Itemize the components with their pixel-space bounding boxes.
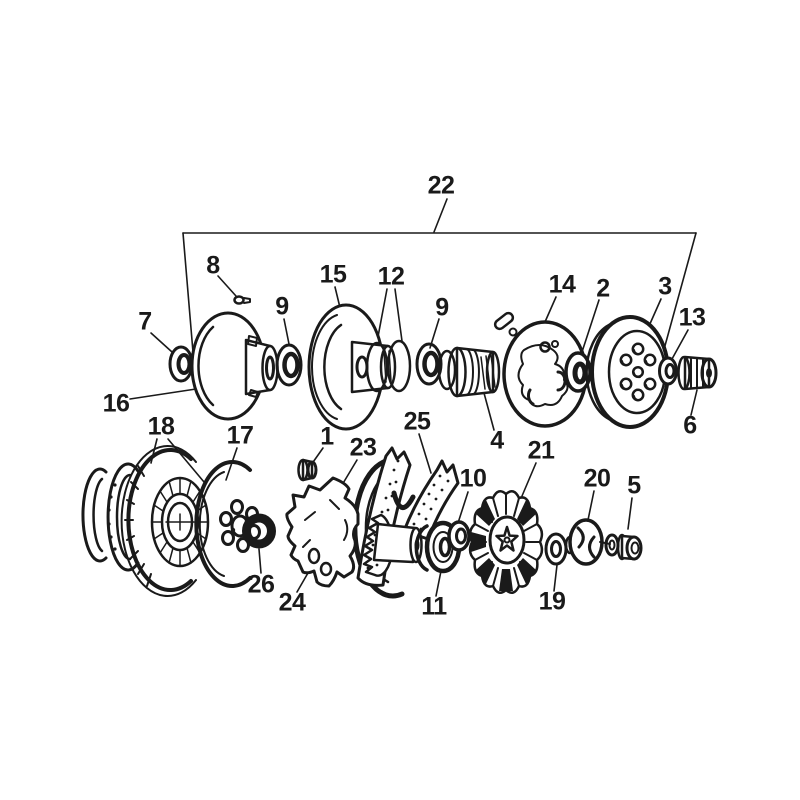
part-6-nut bbox=[677, 355, 718, 391]
part-8-screw bbox=[233, 295, 251, 305]
part-number-label-8: 8 bbox=[206, 251, 220, 280]
part-number-label-1: 1 bbox=[320, 422, 334, 451]
part-18-outer-ring bbox=[81, 467, 108, 563]
part-18-drum-bearing bbox=[120, 445, 210, 597]
part-number-label-21: 21 bbox=[527, 436, 555, 465]
part-1-nut bbox=[297, 458, 318, 482]
part-20-spring-seat bbox=[568, 518, 611, 566]
part-number-label-19: 19 bbox=[538, 587, 566, 616]
part-number-label-9: 9 bbox=[435, 293, 449, 322]
part-number-label-9: 9 bbox=[275, 292, 289, 321]
part-number-label-11: 11 bbox=[421, 592, 447, 621]
part-16-driven-pulley bbox=[190, 311, 279, 421]
part-number-label-3: 3 bbox=[658, 272, 672, 301]
part-number-label-24: 24 bbox=[278, 588, 306, 617]
part-5-bolt bbox=[616, 533, 643, 561]
part-18-spring-ring bbox=[106, 462, 140, 572]
part-number-label-5: 5 bbox=[627, 471, 641, 500]
part-number-label-15: 15 bbox=[319, 260, 347, 289]
part-number-label-7: 7 bbox=[138, 307, 152, 336]
part-number-label-17: 17 bbox=[226, 421, 254, 450]
part-9-ring-left bbox=[275, 343, 303, 387]
part-number-label-25: 25 bbox=[403, 407, 431, 436]
part-4-spacer-sleeve bbox=[447, 346, 501, 398]
part-17-plate bbox=[194, 460, 261, 588]
part-14-clutch bbox=[493, 311, 588, 428]
part-3-clutch-bell bbox=[585, 315, 670, 429]
washer-20-5 bbox=[604, 533, 620, 557]
part-number-label-4: 4 bbox=[490, 426, 504, 455]
part-10-ring bbox=[447, 520, 471, 552]
part-15-drive-pulley bbox=[307, 303, 397, 431]
part-11-bearing bbox=[414, 520, 462, 574]
part-number-label-13: 13 bbox=[678, 303, 706, 332]
part-number-label-12: 12 bbox=[377, 262, 405, 291]
part-19-washer bbox=[544, 532, 568, 566]
part-13-ring bbox=[658, 356, 678, 386]
part-23-bracket bbox=[285, 476, 360, 588]
part-number-label-23: 23 bbox=[349, 433, 377, 462]
part-number-label-26: 26 bbox=[247, 570, 275, 599]
part-26-o-ring bbox=[242, 513, 276, 549]
part-12-rings bbox=[365, 339, 412, 393]
part-9-ring-right bbox=[415, 342, 457, 391]
part-number-label-2: 2 bbox=[596, 274, 610, 303]
part-7-seal bbox=[168, 345, 194, 383]
part-number-label-6: 6 bbox=[683, 411, 697, 440]
part-25-belt-right-band bbox=[391, 459, 460, 541]
part-number-label-22: 22 bbox=[427, 171, 455, 200]
part-number-label-10: 10 bbox=[459, 464, 487, 493]
part-number-label-16: 16 bbox=[102, 389, 130, 418]
part-number-label-14: 14 bbox=[548, 270, 576, 299]
part-21-fan-wheel bbox=[468, 490, 544, 594]
part-number-label-20: 20 bbox=[583, 464, 611, 493]
crankshaft bbox=[372, 522, 423, 564]
part-number-label-18: 18 bbox=[147, 412, 175, 441]
